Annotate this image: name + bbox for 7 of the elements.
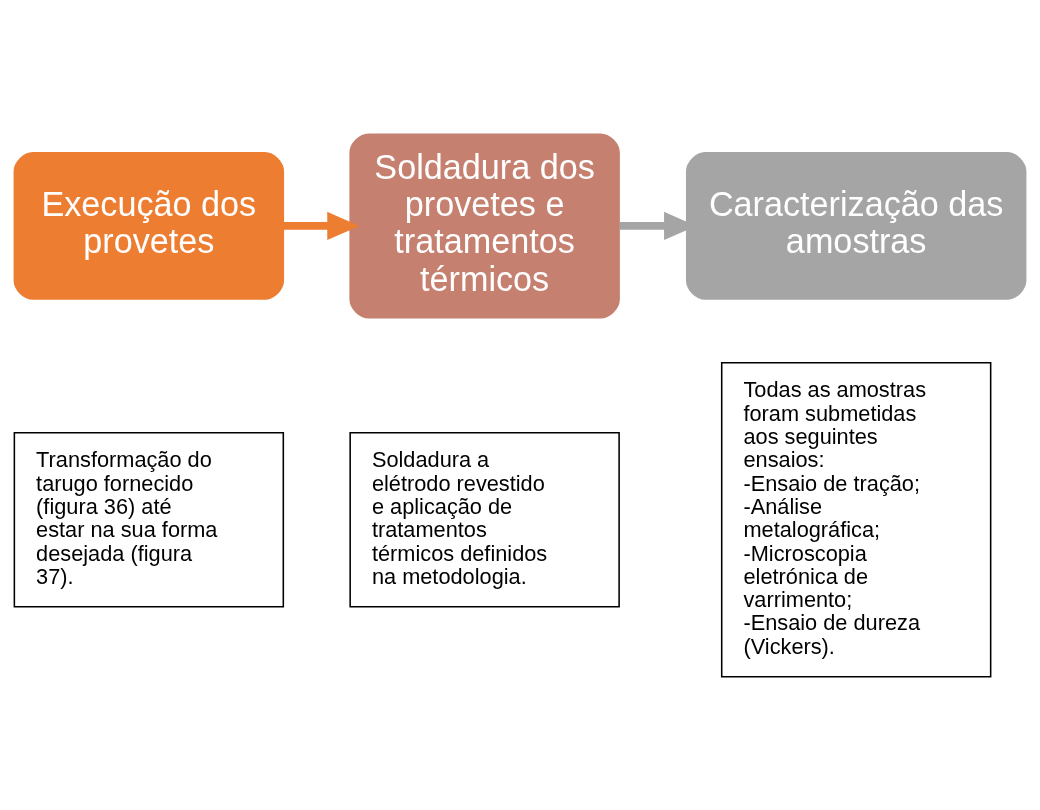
arrow	[283, 211, 360, 240]
node-box: Soldadura dos provetes e tratamentos térmicos	[349, 132, 620, 318]
node-box: Transformação do tarugo fornecido (figura 36) até estar na sua forma desejada (figura 37).	[13, 431, 285, 608]
node-box: Soldadura a elétrodo revestido e aplicação de tratamentos térmicos definidos na metodologia.	[349, 431, 620, 608]
node-box: Caracterização das amostras	[685, 151, 1027, 300]
node-box: Execução dos provetes	[13, 151, 285, 300]
node-box: Todas as amostras foram submetidas aos seguintes ensaios: -Ensaio de tração; -Análise metalográfica; -Microscopia eletrónica de varrimento; -Ensaio de dureza (Vickers).	[720, 361, 992, 678]
